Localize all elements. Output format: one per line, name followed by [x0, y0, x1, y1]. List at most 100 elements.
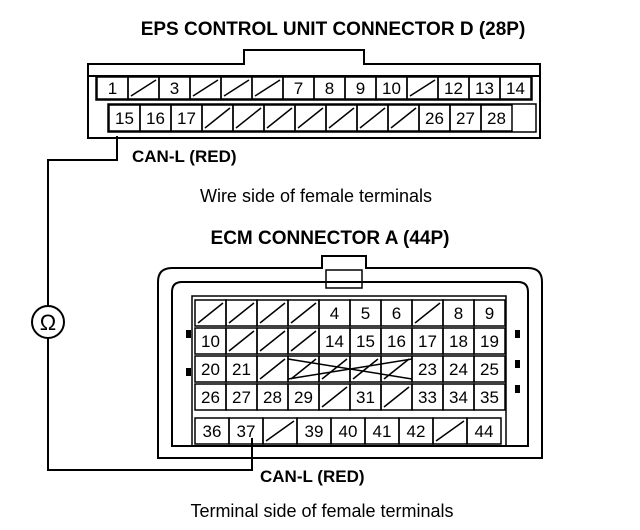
terminal-number: 16 [146, 109, 165, 128]
terminal-number: 5 [361, 304, 370, 323]
ecm-pin-grid: 4 5 6 8 9 10 14 15 16 17 18 19 20 21 23 24 25 26 27 28 29 31 3… [194, 299, 506, 445]
empty-cavity-mark [192, 79, 219, 97]
eps-terminal [480, 104, 513, 132]
terminal-number: 23 [418, 360, 437, 379]
terminal-number: 14 [506, 79, 525, 98]
terminal-number: 19 [480, 332, 499, 351]
ecm-terminal [473, 327, 506, 355]
terminal-number: 44 [475, 422, 494, 441]
test-wire: Ω [31, 136, 253, 471]
eps-terminal [499, 76, 532, 100]
ecm-terminal [466, 417, 502, 445]
terminal-number: 18 [449, 332, 468, 351]
terminal-number: 21 [232, 360, 251, 379]
terminal-number: 10 [382, 79, 401, 98]
empty-cavity-mark [435, 420, 465, 442]
terminal-number: 8 [454, 304, 463, 323]
terminal-number: 3 [170, 79, 179, 98]
terminal-number: 28 [487, 109, 506, 128]
terminal-number: 35 [480, 388, 499, 407]
terminal-number: 9 [485, 304, 494, 323]
terminal-number: 17 [177, 109, 196, 128]
ecm-key-right-3 [515, 385, 520, 393]
empty-cavity-mark [265, 420, 295, 442]
ecm-terminal [473, 355, 506, 383]
ecm-key-right-2 [515, 360, 520, 368]
terminal-number: 28 [263, 388, 282, 407]
eps-pin-row-2: 15 16 17 26 27 28 [108, 104, 513, 132]
empty-cavity-mark [254, 79, 281, 97]
terminal-number: 31 [356, 388, 375, 407]
empty-cavity-mark [321, 386, 348, 408]
empty-cavity-mark [321, 358, 348, 380]
empty-cavity-mark [130, 79, 157, 97]
terminal-number: 27 [232, 388, 251, 407]
eps-wire-label: CAN-L (RED) [132, 147, 237, 166]
terminal-number: 36 [203, 422, 222, 441]
terminal-number: 25 [480, 360, 499, 379]
empty-cavity-mark [204, 107, 231, 129]
ecm-connector-title: ECM CONNECTOR A (44P) [211, 228, 450, 249]
ecm-key-left-1 [186, 330, 191, 338]
empty-cavity-mark [383, 386, 410, 408]
empty-cavity-mark [359, 107, 386, 129]
terminal-number: 13 [475, 79, 494, 98]
empty-cavity-mark [409, 79, 436, 97]
ohmmeter-symbol: Ω [40, 310, 56, 335]
terminal-number: 16 [387, 332, 406, 351]
ecm-key-right-1 [515, 330, 520, 338]
ecm-connector: 4 5 6 8 9 10 14 15 16 17 18 19 20 21 23 24 25 26 27 28 29 31 3… [157, 255, 543, 459]
terminal-number: 10 [201, 332, 220, 351]
empty-cavity-mark [352, 358, 379, 380]
ecm-view-caption: Terminal side of female terminals [190, 501, 453, 521]
empty-cavity-mark [297, 107, 324, 129]
terminal-number: 41 [373, 422, 392, 441]
terminal-number: 4 [330, 304, 339, 323]
terminal-number: 27 [456, 109, 475, 128]
blocked-area-cross [287, 358, 413, 380]
empty-cavity-mark [259, 330, 286, 352]
terminal-number: 14 [325, 332, 344, 351]
empty-cavity-mark [259, 302, 286, 324]
terminal-number: 24 [449, 360, 468, 379]
ecm-key-left-2 [186, 368, 191, 376]
empty-cavity-mark [290, 330, 317, 352]
terminal-number: 6 [392, 304, 401, 323]
terminal-number: 39 [305, 422, 324, 441]
empty-cavity-mark [414, 302, 441, 324]
terminal-number: 29 [294, 388, 313, 407]
empty-cavity-mark [228, 330, 255, 352]
ecm-terminal [473, 299, 506, 327]
terminal-number: 40 [339, 422, 358, 441]
terminal-number: 12 [444, 79, 463, 98]
terminal-number: 15 [115, 109, 134, 128]
terminal-number: 37 [237, 422, 256, 441]
empty-cavity-mark [328, 107, 355, 129]
terminal-number: 33 [418, 388, 437, 407]
terminal-number: 7 [294, 79, 303, 98]
empty-cavity-mark [390, 107, 417, 129]
empty-cavity-mark [228, 302, 255, 324]
terminal-number: 15 [356, 332, 375, 351]
ecm-terminal [473, 383, 506, 411]
ecm-wire-label: CAN-L (RED) [260, 467, 365, 486]
empty-cavity-mark [197, 302, 224, 324]
empty-cavity-mark [266, 107, 293, 129]
terminal-number: 34 [449, 388, 468, 407]
terminal-number: 8 [325, 79, 334, 98]
empty-cavity-mark [235, 107, 262, 129]
eps-view-caption: Wire side of female terminals [200, 186, 432, 206]
terminal-number: 26 [425, 109, 444, 128]
terminal-number: 42 [407, 422, 426, 441]
empty-cavity-mark [290, 302, 317, 324]
empty-cavity-mark [223, 79, 250, 97]
terminal-number: 26 [201, 388, 220, 407]
eps-connector-title: EPS CONTROL UNIT CONNECTOR D (28P) [141, 19, 526, 40]
terminal-number: 17 [418, 332, 437, 351]
terminal-number: 1 [108, 79, 117, 98]
terminal-number: 20 [201, 360, 220, 379]
terminal-number: 9 [356, 79, 365, 98]
